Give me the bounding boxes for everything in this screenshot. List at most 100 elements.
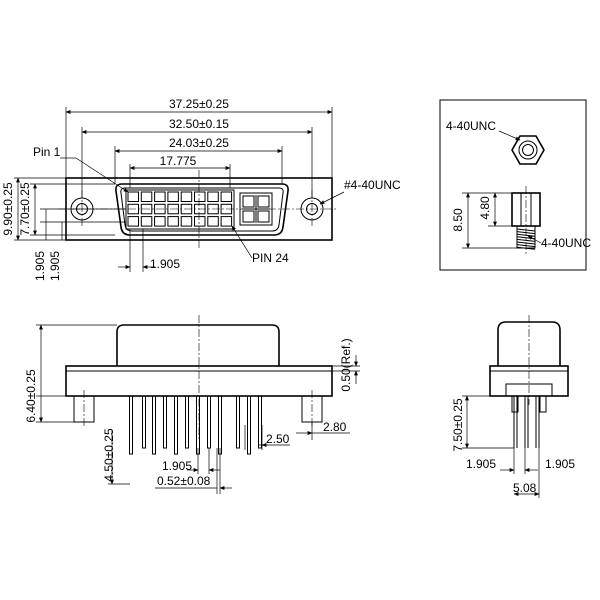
dim-side-pin-pitch: 1.905 <box>162 448 220 474</box>
side-pin-row <box>129 395 262 455</box>
side-pin <box>174 395 178 455</box>
pin-contact-cell <box>154 191 166 202</box>
standoff-total-label: 8.50 <box>451 208 465 232</box>
dim-pin-field-width: 17.775 <box>129 154 231 188</box>
pin-diameter-label: 0.52±0.08 <box>157 474 211 488</box>
pin-contact-cell <box>220 216 233 227</box>
front-thread-label: #4-40UNC <box>344 178 401 192</box>
side-pin <box>129 395 133 455</box>
pin-contact-cell <box>127 216 139 227</box>
pin-field-width-label: 17.775 <box>160 154 197 168</box>
pin-contact-cell <box>194 216 206 227</box>
pin-contact-cell <box>180 216 193 227</box>
pin-contact-cell <box>180 203 193 215</box>
pin-contact-cell <box>140 216 153 227</box>
pin-contact-cell <box>167 191 179 202</box>
analog-contact-group <box>239 192 273 226</box>
dim-side-body-height: 6.40±0.25 <box>24 324 117 423</box>
side-pin <box>152 395 156 455</box>
dim-hex-height: 4.80 <box>478 192 512 227</box>
dim-shell-height: 7.70±0.25 <box>18 182 115 236</box>
dim-end-pitch: 1.905 1.905 5.08 <box>466 448 575 498</box>
pin-contact-cell <box>194 191 206 202</box>
side-pin <box>207 395 211 449</box>
side-pin <box>218 395 222 455</box>
end-pin-tails <box>513 396 540 448</box>
standoff-side-view <box>511 186 541 254</box>
overall-width-label: 37.25±0.25 <box>169 97 229 111</box>
standoff-top-label: 4-40UNC <box>446 119 496 133</box>
dim-pin-pitch-front: 1.905 <box>118 229 180 272</box>
pin-length-label: 4.50±0.25 <box>102 428 116 482</box>
pin-contact-cell <box>220 191 233 202</box>
end-right-pitch-label: 1.905 <box>545 457 575 471</box>
flange-height-label: 9.90±0.25 <box>1 182 15 236</box>
thread-callout: #4-40UNC <box>319 178 401 205</box>
pin-contact-cell <box>207 203 219 215</box>
hex-height-label: 4.80 <box>478 196 492 220</box>
pin-contact-cell <box>127 203 139 215</box>
shell-width-label: 24.03±0.25 <box>169 136 229 150</box>
thread-callout-detail: 4-40UNC <box>527 235 591 250</box>
end-view: 7.50±0.25 1.905 1.905 5.08 <box>451 315 575 498</box>
front-pin-pitch-label: 1.905 <box>150 257 180 271</box>
pin-contact-cell <box>154 216 166 227</box>
standoff-thread-label: 4-40UNC <box>541 236 591 250</box>
mount-spacing-label: 32.50±0.15 <box>169 117 229 131</box>
side-body-height-label: 6.40±0.25 <box>24 369 38 423</box>
pin-contact-cell <box>194 203 206 215</box>
pin-24-label: PIN 24 <box>252 251 289 265</box>
dim-shell-width: 24.03±0.25 <box>114 136 283 184</box>
dim-mount-hole-spacing: 32.50±0.15 <box>81 117 313 198</box>
thread-line <box>516 238 536 242</box>
pin-contact-cell <box>207 191 219 202</box>
dim-pin-length: 4.50±0.25 <box>102 395 130 485</box>
side-pin <box>185 395 189 449</box>
detail-frame <box>439 99 587 271</box>
pin-contact-cell <box>167 216 179 227</box>
dim-pin-diameter: 0.52±0.08 <box>155 448 232 494</box>
dim-standoff-total: 8.50 <box>451 192 517 249</box>
offset-b-label: 2.80 <box>323 420 347 434</box>
dim-flange-height: 9.90±0.25 <box>1 177 66 241</box>
dim-row-pitch: 1.905 1.905 <box>33 208 126 281</box>
end-left-pitch-label: 1.905 <box>466 457 496 471</box>
flange-thickness-label: 0.50(Ref.) <box>339 338 353 391</box>
shell-height-label: 7.70±0.25 <box>18 182 32 236</box>
front-view: 37.25±0.25 32.50±0.15 24.03±0.25 17.775 … <box>1 97 401 281</box>
pin-1-label: Pin 1 <box>33 145 61 159</box>
pin-contact-cell <box>220 203 233 215</box>
d-shell-inner <box>120 187 284 232</box>
pin-contact-cell <box>140 203 153 215</box>
dim-offset-2-80: 2.80 <box>296 420 350 440</box>
offset-a-label: 2.50 <box>266 432 290 446</box>
pin-contact-cell <box>154 203 166 215</box>
dim-tail-length: 7.50±0.25 <box>451 395 514 452</box>
pin-contact-cell <box>207 216 219 227</box>
d-shell-outer <box>115 183 289 236</box>
side-shell-profile <box>116 324 280 366</box>
dim-overall-width: 37.25±0.25 <box>65 97 333 178</box>
pin-contact-cell <box>180 191 193 202</box>
row-pitch-a-label: 1.905 <box>33 251 47 281</box>
side-pin-pitch-label: 1.905 <box>162 459 192 473</box>
pin-contact-cell <box>140 191 153 202</box>
pin-1-callout: Pin 1 <box>33 145 129 193</box>
dim-flange-thickness: 0.50(Ref.) <box>332 338 360 392</box>
pin-contact-field <box>125 189 235 230</box>
side-view: 6.40±0.25 0.50(Ref.) 4.50±0.25 1.905 <box>24 315 360 494</box>
standoff-detail: 4-40UNC 8.50 4.80 <box>439 99 591 271</box>
pin-contact-cell <box>127 191 139 202</box>
hex-nut-top-view <box>498 130 545 165</box>
side-pin <box>247 395 251 455</box>
side-pin <box>236 395 240 449</box>
end-row-spacing-label: 5.08 <box>513 481 537 495</box>
side-pin <box>163 395 167 449</box>
tail-length-label: 7.50±0.25 <box>451 398 465 452</box>
pin-24-callout: PIN 24 <box>231 225 289 265</box>
side-pin <box>196 395 200 455</box>
pin-contact-cell <box>167 203 179 215</box>
dim-offset-2-50: 2.50 <box>244 425 290 450</box>
row-pitch-b-label: 1.905 <box>48 251 62 281</box>
